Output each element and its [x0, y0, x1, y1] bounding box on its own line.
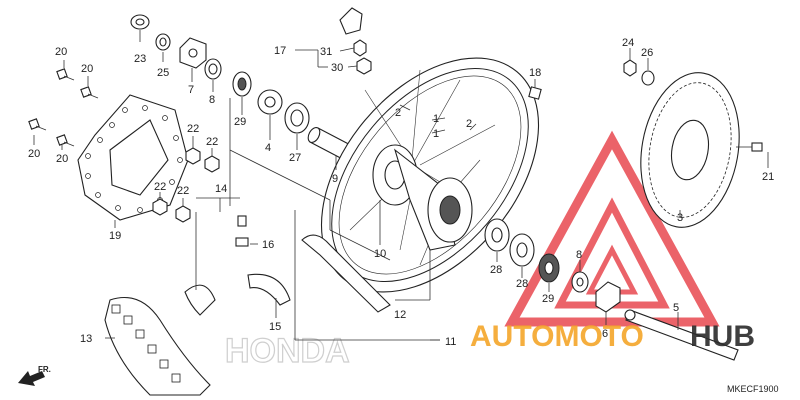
callout-22c: 22	[154, 181, 166, 193]
rim-band-and-tube	[184, 234, 391, 316]
svg-text:AUTOMOTO: AUTOMOTO	[470, 320, 644, 353]
diagram-code: MKECF1900	[727, 384, 779, 394]
callout-22d: 22	[177, 185, 189, 197]
callout-19: 19	[109, 230, 121, 242]
callout-26: 26	[641, 47, 653, 59]
callout-4: 4	[265, 142, 271, 154]
rear-tire	[104, 296, 211, 396]
rear-axle	[624, 309, 739, 361]
callout-31: 31	[320, 46, 332, 58]
callout-27: 27	[289, 152, 301, 164]
callout-11: 11	[445, 336, 456, 348]
callout-20b: 20	[81, 63, 93, 75]
callout-24: 24	[622, 37, 634, 49]
callout-20c: 20	[28, 148, 40, 160]
callout-22a: 22	[187, 123, 199, 135]
callout-28a: 28	[490, 264, 502, 276]
callout-3: 3	[677, 212, 683, 224]
speed-sensor-gear-and-bearings	[232, 71, 310, 134]
callout-7: 7	[188, 84, 194, 96]
callout-23: 23	[134, 53, 146, 65]
callout-6: 6	[602, 328, 608, 340]
callout-20a: 20	[55, 46, 67, 58]
collar-and-spacer-parts	[130, 14, 222, 80]
front-direction-label: FR.	[38, 365, 51, 374]
callout-16: 16	[262, 239, 274, 251]
driven-sprocket	[640, 72, 740, 228]
rim-lock	[339, 7, 372, 75]
callout-30: 30	[331, 62, 343, 74]
automotohub-watermark-text: AUTOMOTO HUB	[470, 320, 755, 353]
right-bearings	[484, 218, 560, 283]
callout-29: 29	[234, 116, 246, 128]
callout-8b: 8	[576, 249, 582, 261]
right-collar-and-adjuster	[571, 271, 621, 313]
rear-wheel-hub	[372, 144, 473, 251]
callout-29b: 29	[542, 293, 554, 305]
callout-12: 12	[394, 309, 406, 321]
svg-text:HUB: HUB	[690, 320, 755, 353]
callout-14: 14	[215, 183, 227, 195]
disc-bolt-icon	[28, 68, 99, 147]
honda-background-logo: HONDA	[225, 332, 350, 370]
callout-15: 15	[269, 321, 281, 333]
callout-28b: 28	[516, 278, 528, 290]
valve-cap-icon	[528, 86, 542, 100]
brake-disc	[77, 94, 189, 221]
callout-2a: 2	[395, 107, 401, 119]
tire-valve-icon	[235, 215, 249, 247]
callout-22b: 22	[206, 136, 218, 148]
callout-8: 8	[209, 94, 215, 106]
callout-17: 17	[274, 45, 286, 57]
callout-21: 21	[762, 171, 774, 183]
callout-18: 18	[529, 67, 541, 79]
callout-5: 5	[673, 302, 679, 314]
callout-1a: 1	[433, 113, 439, 125]
callout-20d: 20	[56, 153, 68, 165]
sprocket-nut-and-washer	[623, 59, 763, 152]
callout-2b: 2	[466, 118, 472, 130]
callout-1b: 1	[433, 128, 439, 140]
callout-25: 25	[157, 67, 169, 79]
callout-labels: 23 25 7 8 29 4 27 9 10 2 1 1 2 18 17 31 …	[28, 37, 774, 348]
front-direction-arrow: FR.	[18, 365, 51, 386]
callout-13: 13	[80, 333, 92, 345]
callout-9: 9	[332, 173, 338, 185]
leader-lines	[33, 30, 769, 341]
callout-10: 10	[374, 248, 386, 260]
